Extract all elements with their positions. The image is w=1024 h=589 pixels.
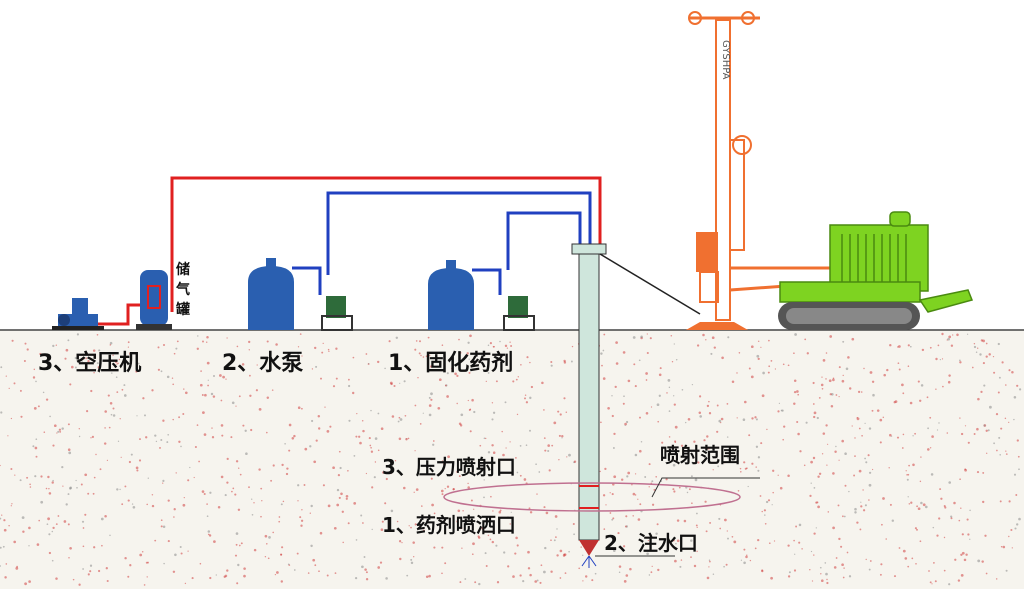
label-air-compressor: 3、空压机 <box>38 350 141 376</box>
soil-texture <box>0 332 1022 586</box>
spray-range-ellipse <box>443 482 741 512</box>
rig-cable <box>599 253 701 315</box>
water-supply-line <box>326 191 592 275</box>
water-pump <box>321 296 353 331</box>
curing-agent-tank <box>428 260 474 330</box>
tank1-link-line <box>292 266 322 295</box>
crawler-machine <box>778 211 974 330</box>
air-feed-line <box>96 303 150 326</box>
water-tank <box>248 258 294 330</box>
label-water-inlet: 2、注水口 <box>604 531 698 555</box>
label-water-pump: 2、水泵 <box>222 351 303 376</box>
drilling-rig: GYSHPA <box>686 11 840 330</box>
label-pressure-nozzle: 3、压力喷射口 <box>382 455 516 479</box>
air-compressor <box>52 298 104 330</box>
engine-grille <box>841 234 907 282</box>
label-spray-range: 喷射范围 <box>660 443 740 467</box>
tank2-link-line <box>472 268 502 295</box>
rig-mast-brand: GYSHPA <box>720 40 731 80</box>
label-agent-nozzle: 1、药剂喷洒口 <box>382 513 516 537</box>
spray-range-leader <box>651 477 760 498</box>
agent-supply-line <box>506 211 582 270</box>
label-gas-tank: 储 气 罐 <box>175 261 195 318</box>
label-curing-agent: 1、固化药剂 <box>388 350 513 376</box>
agent-pump <box>503 296 535 331</box>
soil-ground <box>0 330 1024 589</box>
gas-storage-tank <box>136 270 172 330</box>
drill-pipe <box>571 243 607 568</box>
air-pressure-line <box>170 176 602 312</box>
